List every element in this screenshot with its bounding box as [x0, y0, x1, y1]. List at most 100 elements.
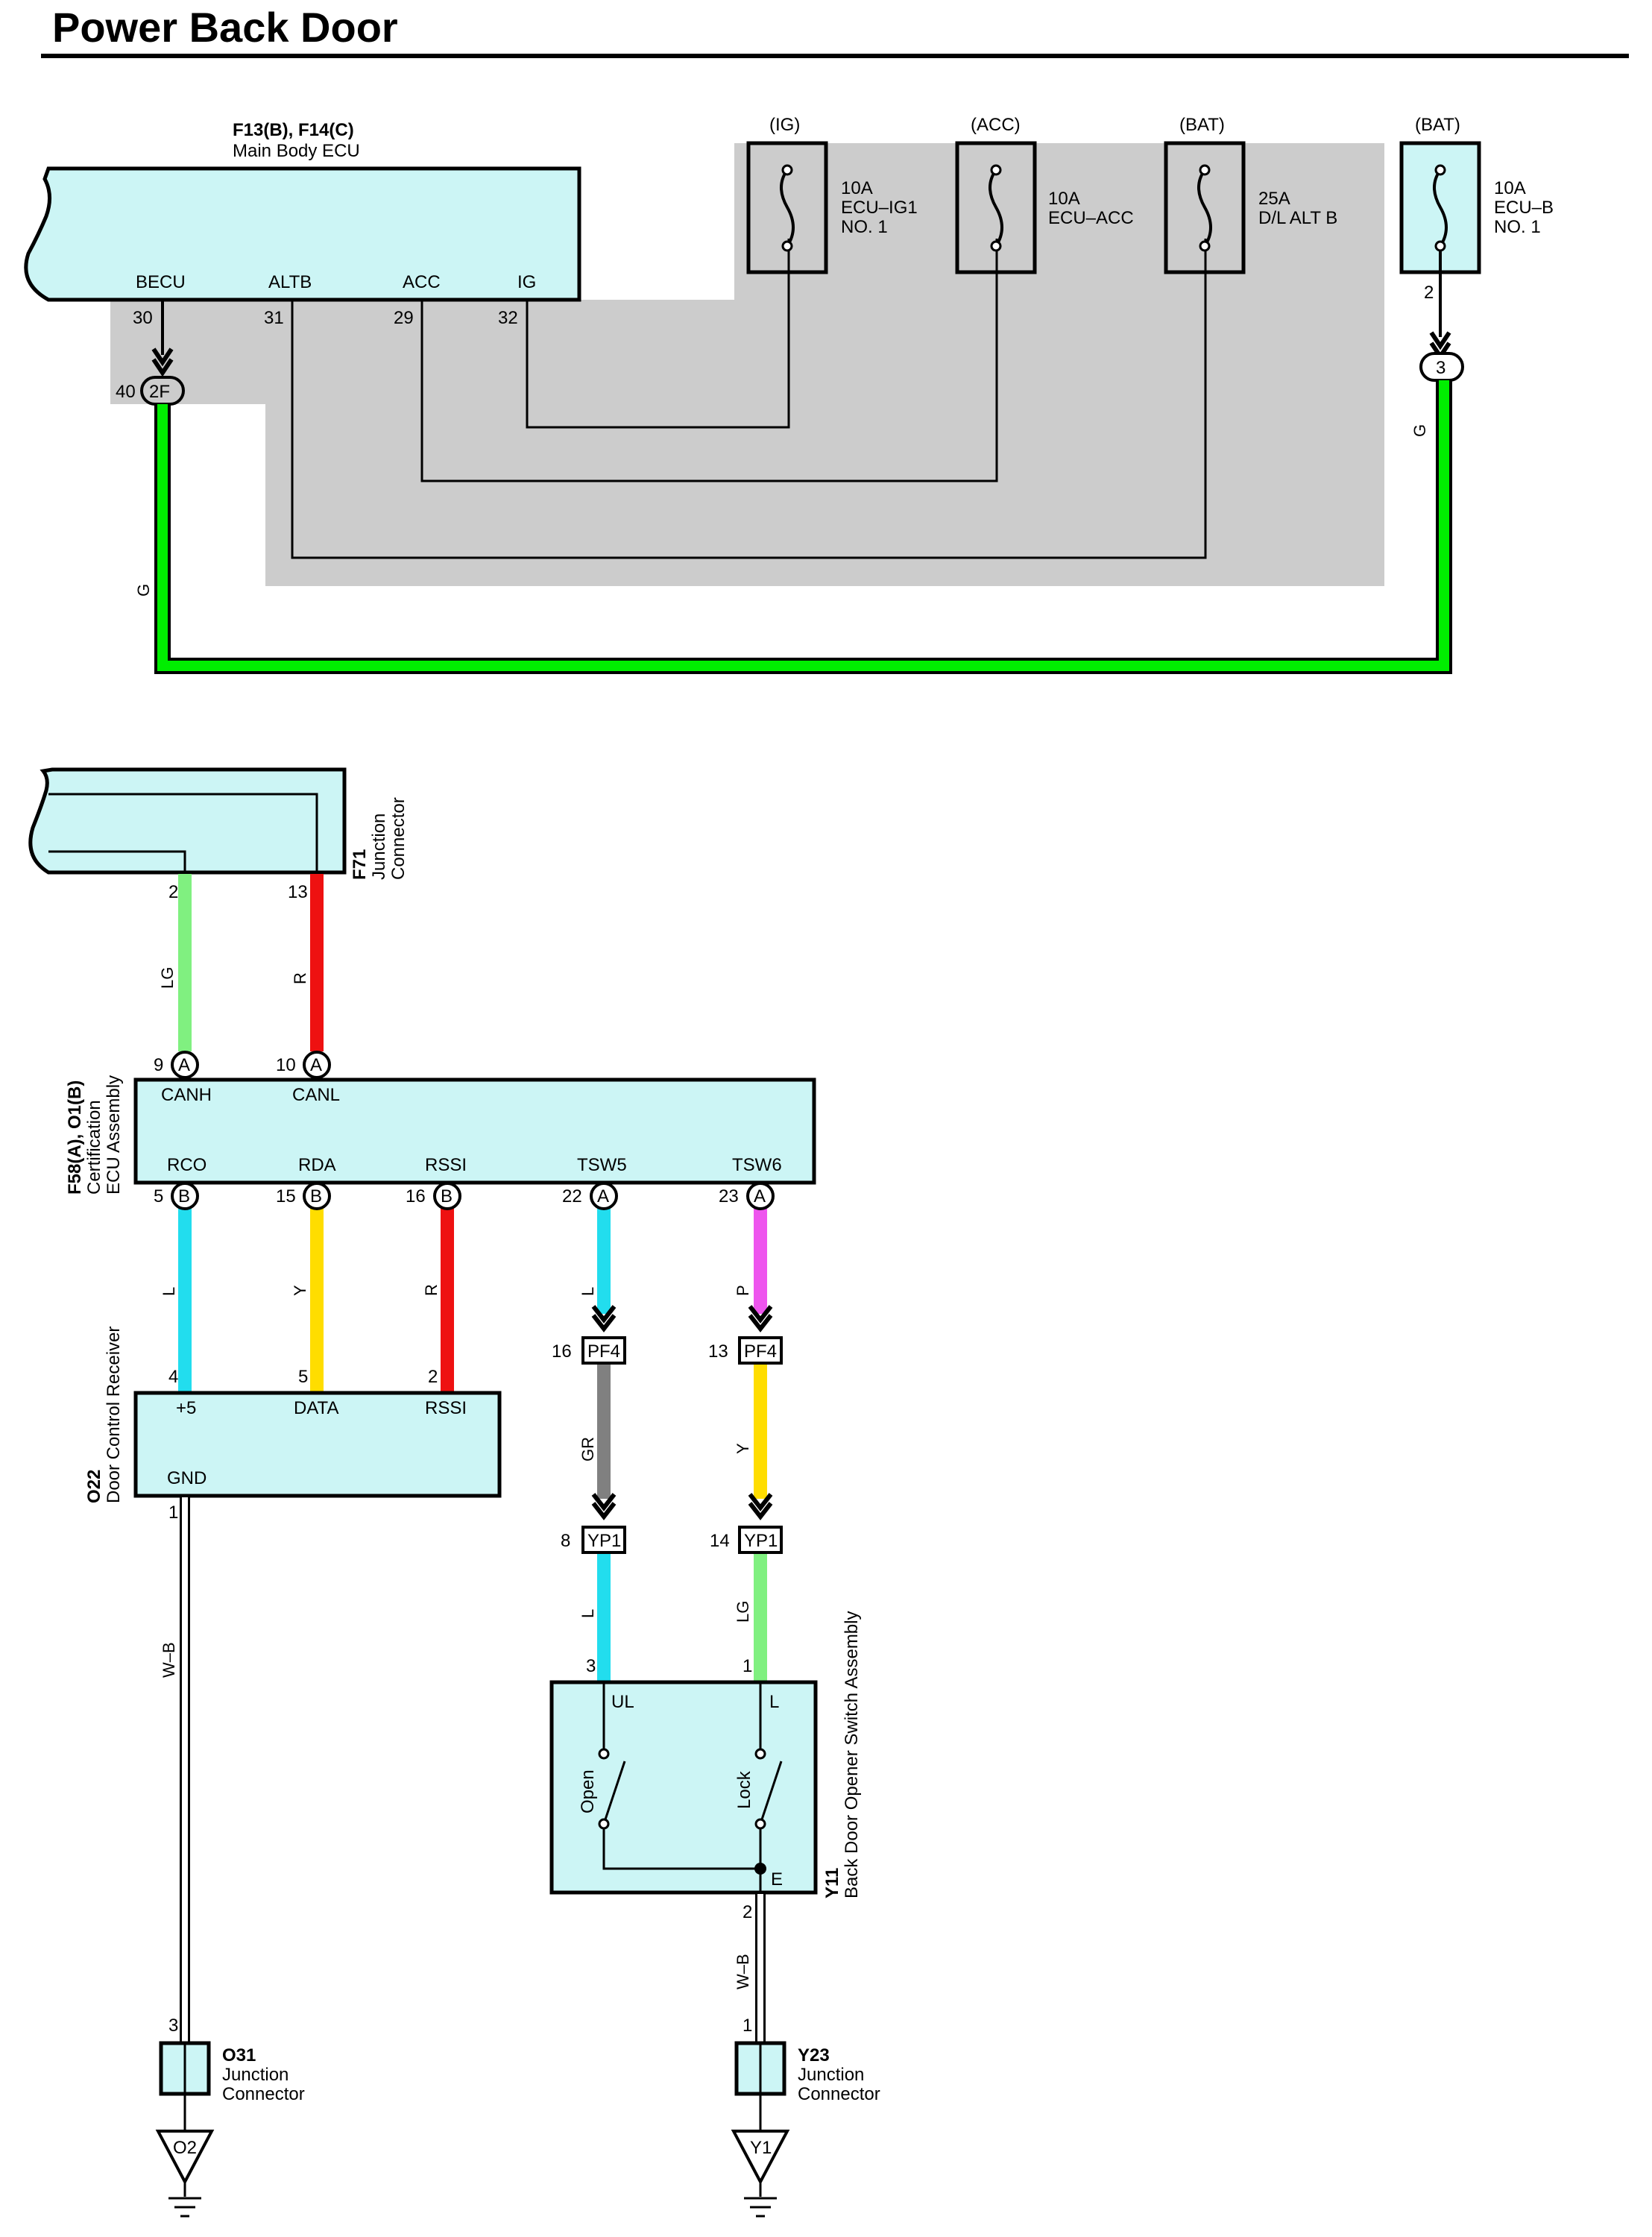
wire-label: L	[578, 1287, 597, 1296]
fuse-terminal-icon	[1434, 240, 1446, 252]
fuse-terminal-icon	[1199, 164, 1211, 176]
wire-ig	[526, 239, 790, 429]
arrow-yp1-2	[748, 1502, 773, 1520]
conn-label: A	[754, 1186, 766, 1206]
f71-internal-line	[48, 850, 186, 872]
conn-a-canh	[171, 1051, 199, 1079]
fuse-name: ECU–ACC	[1048, 208, 1134, 228]
contact-icon	[754, 1818, 766, 1830]
fuse-box-dl-alt-b	[1164, 141, 1246, 274]
contact-icon	[754, 1748, 766, 1760]
power-supply-section: F13(B), F14(C) Main Body ECU BECU ALTB A…	[24, 115, 1554, 674]
terminal-rssi: RSSI	[425, 1155, 467, 1175]
fuse-symbol-icon	[1197, 169, 1212, 248]
wire-label-wb-2: W–B	[734, 1954, 752, 1989]
receiver-pin-4: 4	[168, 1367, 178, 1387]
arrow-pf4-2	[591, 1314, 617, 1333]
junction-dot-icon	[754, 1863, 766, 1875]
fuse-source-bat: (BAT)	[1179, 115, 1225, 135]
pin-15: 15	[276, 1186, 296, 1206]
conn-label: B	[178, 1186, 190, 1206]
terminal-becu: BECU	[136, 272, 186, 292]
wire-label-g-left: G	[134, 584, 153, 597]
main-body-ecu-box	[24, 166, 581, 302]
fuse-terminal-icon	[990, 240, 1002, 252]
fuse-box-ig1	[746, 141, 828, 274]
terminal-ig: IG	[517, 272, 536, 292]
wire-label: L	[160, 1287, 178, 1296]
terminal-plus5: +5	[176, 1398, 196, 1418]
main-body-ecu-name: Main Body ECU	[233, 141, 360, 161]
fuse-terminal-icon	[1434, 164, 1446, 176]
can-section: F71 Junction Connector 2 13 LG R F58(A),…	[28, 767, 880, 2218]
terminal-l: L	[769, 1692, 779, 1712]
terminal-canh: CANH	[161, 1085, 212, 1105]
switch-blade-open	[604, 1761, 626, 1820]
switch-pin-2: 2	[743, 1902, 752, 1922]
conn-a-tsw5	[590, 1182, 618, 1210]
fuse-name: ECU–IG1	[841, 198, 918, 218]
pin-31: 31	[264, 308, 284, 328]
terminal-data: DATA	[294, 1398, 338, 1418]
arrow-becu-2	[151, 358, 174, 377]
fuse-rating: 10A	[841, 178, 873, 198]
f71-name1: Junction	[369, 814, 389, 880]
fuse-terminal-icon	[990, 164, 1002, 176]
ground-o2-icon	[155, 2130, 215, 2186]
arrow-yp1-2	[591, 1502, 617, 1520]
fuse-symbol-icon	[780, 169, 795, 248]
fuse-source-acc: (ACC)	[971, 115, 1021, 135]
contact-icon	[598, 1748, 610, 1760]
receiver-pin-5: 5	[298, 1367, 308, 1387]
yp1-label: YP1	[587, 1531, 621, 1551]
fuse-terminal-icon	[781, 164, 793, 176]
switch-pin-3: 3	[586, 1656, 596, 1676]
fuse-terminal-icon	[781, 240, 793, 252]
terminal-canl: CANL	[292, 1085, 340, 1105]
switch-blade-lock	[760, 1761, 783, 1820]
terminal-rco: RCO	[167, 1155, 206, 1175]
conn-a-tsw6	[746, 1182, 775, 1210]
wire-acc	[420, 239, 998, 482]
terminal-rda: RDA	[298, 1155, 336, 1175]
pin-5: 5	[154, 1186, 163, 1206]
fuse-ig1: (IG) 10A ECU–IG1 NO. 1	[746, 115, 918, 274]
shaded-area	[110, 143, 1384, 586]
wire-label: Y	[291, 1285, 309, 1296]
ground-y1-label: Y1	[750, 2138, 772, 2158]
cert-ecu-box	[133, 1077, 816, 1185]
arrow-yp1	[591, 1493, 617, 1511]
fuse-rating: 10A	[1494, 178, 1526, 198]
connector-3-label: 3	[1436, 358, 1446, 378]
fuse-symbol-icon	[1433, 169, 1448, 248]
f71-id: F71	[350, 849, 370, 880]
terminal-ul: UL	[611, 1692, 634, 1712]
cert-ecu-name1: Certification	[84, 1100, 104, 1195]
fuse-ecu-b: (BAT) 10A ECU–B NO. 1 2 3	[1399, 115, 1554, 382]
fuse-terminal-icon	[1199, 240, 1211, 252]
terminal-acc: ACC	[403, 272, 441, 292]
o31-name1: Junction	[222, 2065, 289, 2085]
contact-lock-label: Lock	[734, 1770, 754, 1809]
pf4-pin-13: 13	[708, 1341, 728, 1362]
fuse-symbol-icon	[989, 169, 1003, 248]
conn-a-label: A	[178, 1055, 190, 1075]
pin-30: 30	[133, 308, 153, 328]
pin-22: 22	[562, 1186, 582, 1206]
wire-label-wb: W–B	[160, 1642, 178, 1678]
yp1-pin-8: 8	[561, 1531, 570, 1551]
yp1-pin-14: 14	[710, 1531, 730, 1551]
cert-ecu-id: F58(A), O1(B)	[65, 1080, 85, 1195]
yp1-label-2: YP1	[744, 1531, 778, 1551]
terminal-rssi-rx: RSSI	[425, 1398, 467, 1418]
fuse-name-2: NO. 1	[1494, 217, 1541, 237]
earth-symbol-icon-2	[744, 2197, 777, 2218]
pf4-label: PF4	[587, 1341, 620, 1362]
f71-pin-2: 2	[168, 882, 178, 902]
wire-label: R	[422, 1284, 441, 1296]
cert-ecu-name2: ECU Assembly	[104, 1075, 124, 1195]
wire-g	[157, 380, 1449, 671]
connector-pf4-tsw6	[738, 1336, 783, 1365]
receiver-pin-2: 2	[428, 1367, 438, 1387]
fuse-source-ig: (IG)	[769, 115, 800, 135]
